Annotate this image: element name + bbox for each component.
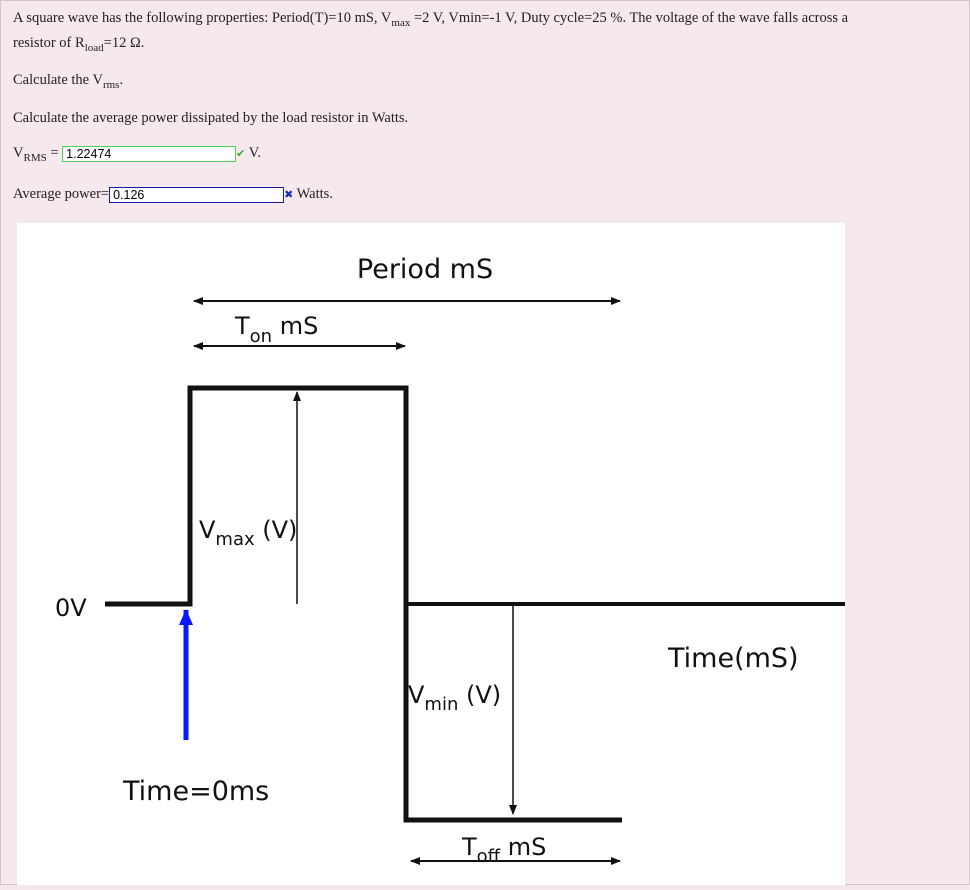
text: . <box>119 72 124 88</box>
label: Average power= <box>13 186 110 202</box>
period-label: Period mS <box>357 254 493 285</box>
text: load <box>84 42 104 54</box>
text: max <box>391 17 411 29</box>
ton-label: Ton mS <box>234 312 318 347</box>
check-icon: ✔ <box>236 148 246 160</box>
diagram-svg: Period mS Ton mS Vmax (V) 0V Time(mS) Vm… <box>55 254 845 867</box>
vmin-label: Vmin (V) <box>408 681 501 715</box>
answer-power-row: Average power= ✖ Watts. <box>13 186 333 203</box>
zero-volt-label: 0V <box>55 594 87 622</box>
vmax-label: Vmax (V) <box>199 516 297 550</box>
power-input[interactable] <box>109 186 285 203</box>
text: =12 Ω. <box>103 35 145 51</box>
text: rms <box>102 79 120 91</box>
text: =2 V, Vmin=-1 V, Duty cycle=25 %. The vo… <box>410 10 849 26</box>
time-zero-label: Time=0ms <box>122 776 269 807</box>
vrms-input[interactable] <box>62 145 237 162</box>
label-sub: RMS <box>23 152 47 164</box>
problem-statement: A square wave has the following properti… <box>13 10 849 29</box>
cross-icon: ✖ <box>284 189 294 201</box>
square-wave-diagram: Period mS Ton mS Vmax (V) 0V Time(mS) Vm… <box>17 223 845 885</box>
question-power: Calculate the average power dissipated b… <box>13 110 409 126</box>
text: Calculate the V <box>13 72 103 88</box>
text: resistor of R <box>13 35 85 51</box>
unit: Watts. <box>293 186 333 202</box>
unit: V. <box>245 145 261 161</box>
text: A square wave has the following properti… <box>13 10 392 26</box>
label: = <box>46 145 63 161</box>
square-wave <box>105 385 622 823</box>
time-axis-label: Time(mS) <box>667 643 799 674</box>
problem-statement-line2: resistor of Rload=12 Ω. <box>13 35 145 54</box>
answer-vrms-row: VRMS = ✔ V. <box>13 145 261 164</box>
label: V <box>13 145 24 161</box>
question-vrms: Calculate the Vrms. <box>13 72 124 91</box>
